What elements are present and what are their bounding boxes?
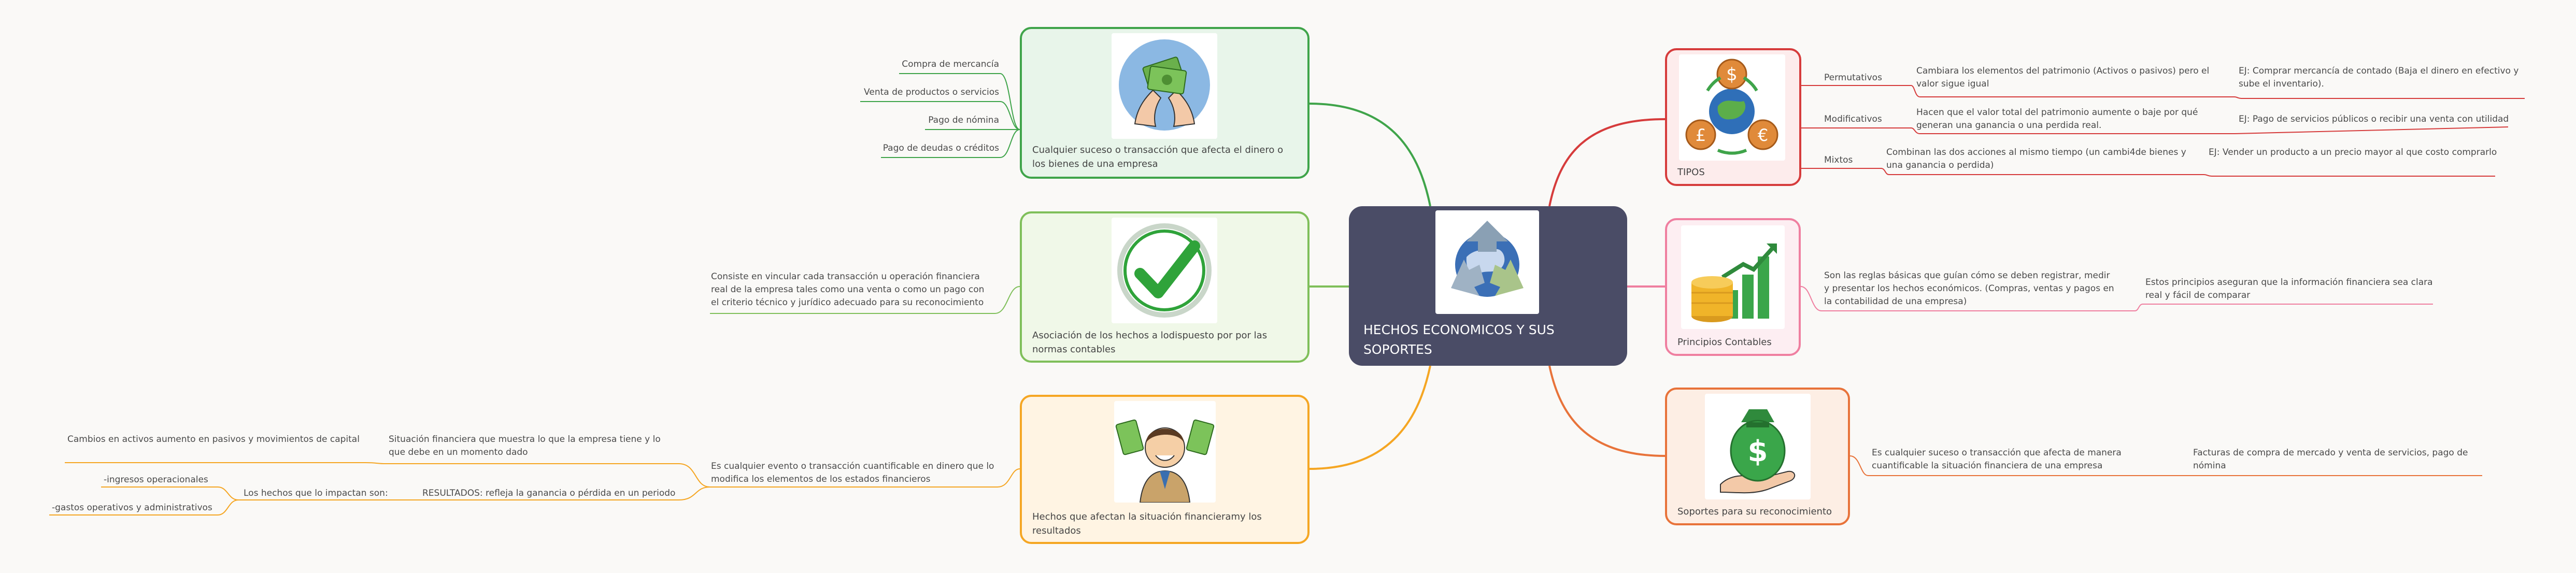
edge-tipos-3b (1881, 168, 2204, 175)
edge-root-tipos (1548, 118, 1666, 207)
node-situacion[interactable]: Hechos que afectan la situación financie… (1020, 395, 1310, 544)
soportes-label: Soportes para su reconocimiento (1677, 506, 1832, 517)
def-leaf-nomina[interactable]: Pago de nómina (928, 115, 999, 125)
asoc-leaf-consiste[interactable]: Consiste en vincular cada transacción u … (711, 271, 985, 308)
tipos-row-2-desc[interactable]: Hacen que el valor total del patrimonio … (1916, 107, 2198, 131)
edge-def-2 (860, 101, 1020, 130)
edge-sit-3 (65, 462, 387, 464)
def-leaf-venta[interactable]: Venta de productos o servicios (864, 87, 999, 97)
svg-text:$: $ (1726, 64, 1738, 85)
sit-leaf-gastos[interactable]: -gastos operativos y administrativos (52, 503, 212, 513)
principios-label: Principios Contables (1677, 337, 1772, 348)
tipos-row-3-example[interactable]: EJ: Vender un producto a un precio mayor… (2209, 147, 2497, 157)
edge-sit-4 (420, 486, 710, 500)
edge-tipos-1b (1911, 85, 2235, 97)
tipos-row-1-desc[interactable]: Cambiara los elementos del patrimonio (A… (1916, 66, 2210, 89)
edge-sit-7 (49, 499, 239, 515)
soportes-desc[interactable]: Es cualquier suceso o transacción que af… (1872, 448, 2122, 471)
sit-leaf-ingresos[interactable]: -ingresos operacionales (104, 475, 208, 485)
coins-chart-icon (1681, 225, 1785, 329)
definicion-label: Cualquier suceso o transacción que afect… (1032, 145, 1284, 169)
node-asociacion[interactable]: Asociación de los hechos a lodispuesto p… (1020, 211, 1310, 363)
edge-tipos-2c (2234, 126, 2509, 134)
happy-man-money-icon (1114, 401, 1216, 503)
tipos-row-2-name[interactable]: Modificativos (1824, 114, 1882, 124)
situacion-label: Hechos que afectan la situación financie… (1032, 511, 1262, 536)
tipos-row-1-name[interactable]: Permutativos (1824, 73, 1882, 83)
node-soportes[interactable]: $ Soportes para su reconocimiento (1665, 388, 1850, 525)
edge-root-situacion (1309, 365, 1431, 470)
edge-sop-1 (1849, 455, 2184, 476)
edge-sit-2 (386, 463, 710, 488)
soportes-child[interactable]: Facturas de compra de mercado y venta de… (2193, 448, 2468, 471)
currency-globe-icon: $ £ € (1679, 54, 1785, 161)
sit-leaf-impactan[interactable]: Los hechos que lo impactan son: (244, 488, 388, 498)
tipos-row-3-desc[interactable]: Combinan las dos acciones al mismo tiemp… (1886, 147, 2186, 170)
edge-tipos-1c (2234, 96, 2525, 99)
svg-text:€: € (1758, 125, 1768, 145)
edge-root-definicion (1309, 103, 1431, 207)
edge-sit-1 (710, 468, 1020, 488)
svg-text:£: £ (1696, 125, 1706, 145)
edge-asoc-1 (710, 286, 1020, 314)
sit-leaf-resultados[interactable]: RESULTADOS: refleja la ganancia o pérdid… (422, 488, 676, 498)
def-leaf-deudas[interactable]: Pago de deudas o créditos (883, 143, 999, 153)
check-mark-icon (1112, 218, 1217, 323)
edge-root-soportes (1548, 365, 1666, 457)
tipos-row-3-name[interactable]: Mixtos (1824, 155, 1853, 165)
sit-leaf-situacion-financiera[interactable]: Situación financiera que muestra lo que … (389, 434, 661, 457)
sit-leaf-evento[interactable]: Es cualquier evento o transacción cuanti… (711, 461, 994, 484)
money-bag-hand-icon: $ (1705, 394, 1811, 499)
edge-tipos-2b (1911, 127, 2235, 134)
money-hands-icon (1112, 33, 1217, 139)
edge-prin-1 (1800, 286, 2135, 311)
edge-tipos-3c (2203, 174, 2495, 177)
asociacion-label: Asociación de los hechos a lodispuesto p… (1032, 330, 1268, 355)
node-tipos[interactable]: $ £ € TIPOS (1665, 48, 1801, 186)
def-leaf-compra[interactable]: Compra de mercancía (902, 59, 999, 69)
tipos-label: TIPOS (1677, 167, 1705, 178)
recycle-globe-icon (1435, 210, 1539, 314)
tipos-row-2-example[interactable]: EJ: Pago de servicios públicos o recibir… (2239, 114, 2509, 124)
node-principios[interactable]: Principios Contables (1665, 218, 1801, 356)
root-title: HECHOS ECONOMICOS Y SUS SOPORTES (1363, 322, 1555, 357)
principios-child[interactable]: Estos principios aseguran que la informa… (2145, 277, 2433, 300)
tipos-row-1-example[interactable]: EJ: Comprar mercancía de contado (Baja e… (2239, 66, 2519, 89)
node-definicion[interactable]: Cualquier suceso o transacción que afect… (1020, 27, 1310, 179)
svg-text:$: $ (1748, 435, 1768, 468)
root-node[interactable]: HECHOS ECONOMICOS Y SUS SOPORTES (1349, 206, 1627, 366)
edge-def-1 (899, 73, 1020, 130)
principios-desc[interactable]: Son las reglas básicas que guían cómo se… (1824, 270, 2114, 307)
sit-leaf-cambios[interactable]: Cambios en activos aumento en pasivos y … (67, 434, 360, 445)
edge-def-4 (881, 129, 1020, 158)
edge-sit-6 (101, 486, 239, 500)
edge-prin-2 (2134, 304, 2433, 311)
